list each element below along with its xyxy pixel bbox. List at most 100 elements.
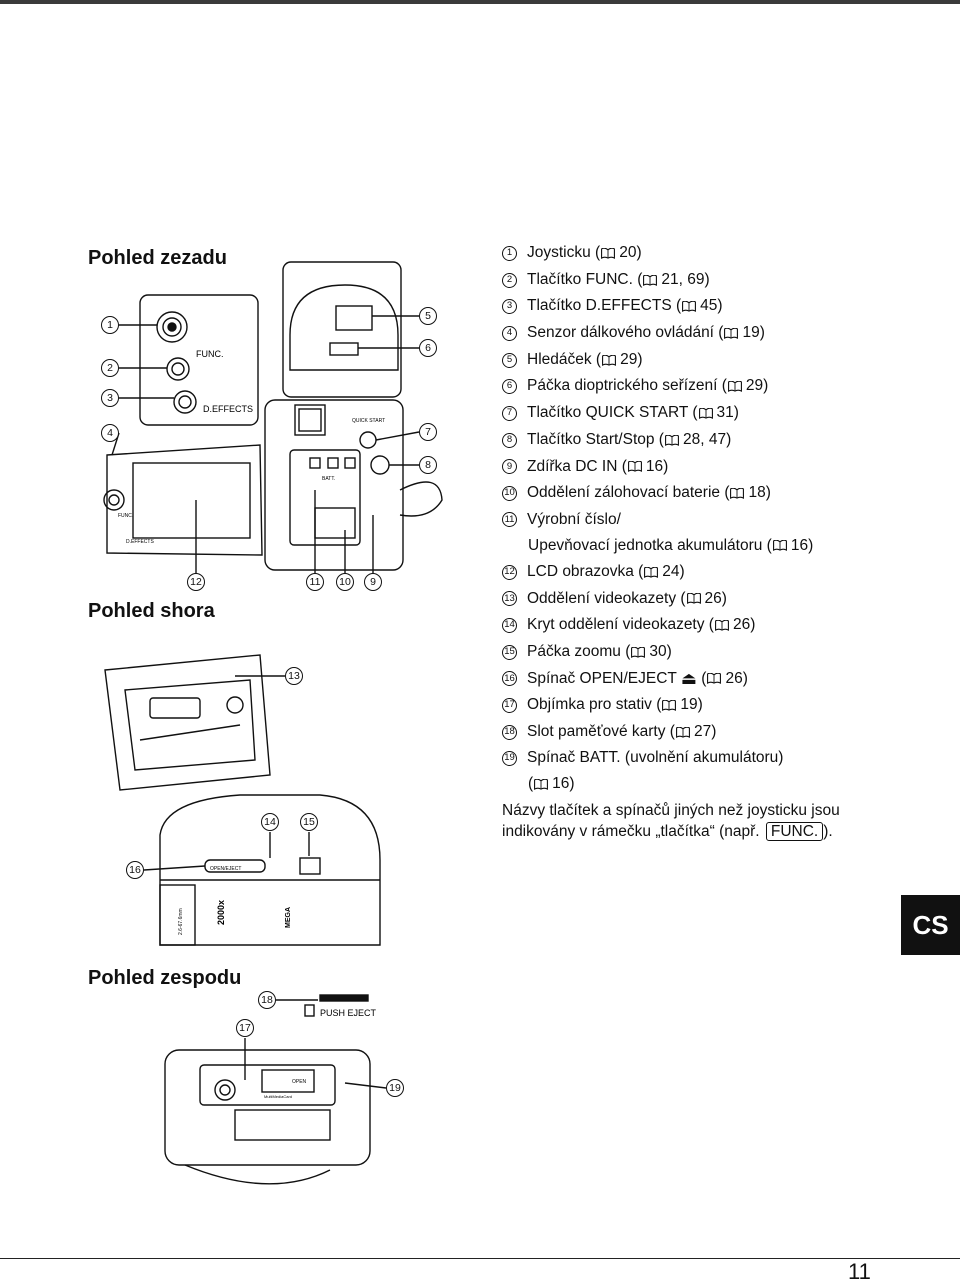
legend-item: 5 Hledáček ( 29) <box>502 347 952 374</box>
viewfinder-detail-box <box>282 261 402 398</box>
legend-item: 14 Kryt oddělení videokazety ( 26) <box>502 612 952 639</box>
callout-14: 14 <box>261 813 279 831</box>
item-page-ref: 45) <box>700 297 723 315</box>
callout-4: 4 <box>101 424 119 442</box>
book-icon <box>686 593 701 605</box>
item-text-pre: ( <box>696 669 707 687</box>
book-icon <box>643 274 658 286</box>
item-number: 13 <box>502 591 517 607</box>
legend-item: 12 LCD obrazovka ( 24) <box>502 559 952 586</box>
open-eject-label-figure: OPEN/EJECT <box>210 866 241 872</box>
callout-18: 18 <box>258 991 276 1009</box>
item-page-ref: 29) <box>620 350 643 368</box>
func-label-figure: FUNC. <box>196 349 224 359</box>
item-page-ref: 26) <box>732 616 756 634</box>
callout-8: 8 <box>419 456 437 474</box>
func-small-label-figure: FUNC. <box>118 513 133 519</box>
book-icon <box>682 301 697 313</box>
camera-rear-body <box>106 444 263 556</box>
item-text: Páčka dioptrického seřízení ( <box>527 377 727 395</box>
item-text: Tlačítko Start/Stop ( <box>527 430 664 448</box>
eject-icon: ⏏ <box>680 668 697 688</box>
callout-16: 16 <box>126 861 144 879</box>
note-line-1: Názvy tlačítek a spínačů jiných než joys… <box>502 802 840 819</box>
item-text: Páčka zoomu ( <box>527 642 631 660</box>
item-text: Zdířka DC IN ( <box>527 457 627 475</box>
camera-bottom-body <box>164 1049 371 1166</box>
camera-top-body <box>104 654 271 791</box>
heading-rear-view: Pohled zezadu <box>88 247 227 269</box>
item-page-ref: 31) <box>716 404 739 422</box>
heading-top-view: Pohled shora <box>88 600 215 622</box>
item-text-line2: Upevňovací jednotka akumulátoru ( <box>528 536 772 554</box>
item-page-ref: 19) <box>680 696 703 714</box>
item-page-ref: 28, 47) <box>682 430 732 448</box>
callout-17: 17 <box>236 1019 254 1037</box>
note-line-2-end: ). <box>823 823 833 840</box>
lens-label-figure: 2.6-67.6mm <box>178 908 184 935</box>
callout-15: 15 <box>300 813 318 831</box>
bottom-rule <box>0 1258 960 1259</box>
item-page-ref: 16) <box>645 457 669 475</box>
legend-item: 6 Páčka dioptrického seřízení ( 29) <box>502 373 952 400</box>
book-icon <box>631 646 646 658</box>
item-text: Objímka pro stativ ( <box>527 696 662 714</box>
item-page-ref: 21, 69) <box>661 270 710 288</box>
item-page-ref: 20) <box>619 244 642 261</box>
page-number: 11 <box>848 1259 871 1284</box>
item-page-ref: 19) <box>742 324 765 342</box>
lcd-screen <box>132 462 251 539</box>
book-icon <box>698 407 713 419</box>
item-text: LCD obrazovka ( <box>527 562 644 580</box>
heading-bottom-view: Pohled zespodu <box>88 967 242 989</box>
multimedia-label-figure: MultiMediaCard <box>264 1094 292 1099</box>
item-number: 17 <box>502 698 517 714</box>
book-icon <box>644 566 659 578</box>
callout-12: 12 <box>187 573 205 591</box>
item-text: Oddělení zálohovací baterie ( <box>527 484 730 502</box>
deffects-small-label-figure: D.EFFECTS <box>126 539 154 545</box>
item-number: 6 <box>502 379 517 395</box>
item-number: 2 <box>502 272 517 288</box>
item-page-ref: 24) <box>662 562 685 580</box>
book-icon <box>676 726 690 738</box>
func-button-example: FUNC. <box>765 822 824 841</box>
language-tab: CS <box>901 895 960 955</box>
item-page-ref: 29) <box>745 377 769 395</box>
item-page-ref: 30) <box>649 642 672 660</box>
item-number: 14 <box>502 618 517 634</box>
legend-item: 17 Objímka pro stativ ( 19) <box>502 692 952 719</box>
item-text: Spínač OPEN/EJECT <box>527 669 681 687</box>
batt-label-figure: BATT. <box>322 476 335 482</box>
item-text: Spínač BATT. (uvolnění akumulátoru) <box>527 749 784 767</box>
item-number: 3 <box>502 299 517 315</box>
book-icon <box>662 700 677 712</box>
book-icon <box>602 354 617 366</box>
item-number: 12 <box>502 564 517 580</box>
book-icon <box>601 247 616 259</box>
callout-3: 3 <box>101 389 119 407</box>
open-label-figure: OPEN <box>292 1079 307 1085</box>
item-text: Kryt oddělení videokazety ( <box>527 616 714 634</box>
callout-1: 1 <box>101 316 119 334</box>
item-number: 1 <box>502 245 517 261</box>
item-page-ref: 26) <box>725 669 748 687</box>
buttons-detail-box <box>139 294 259 426</box>
book-icon <box>730 488 745 500</box>
item-text: Hledáček ( <box>527 350 602 368</box>
quick-start-label-figure: QUICK START <box>352 418 385 424</box>
item-number: 15 <box>502 644 517 660</box>
callout-10: 10 <box>336 573 354 591</box>
deffects-label-figure: D.EFFECTS <box>203 404 253 414</box>
item-number: 5 <box>502 352 517 368</box>
book-icon <box>665 434 679 446</box>
